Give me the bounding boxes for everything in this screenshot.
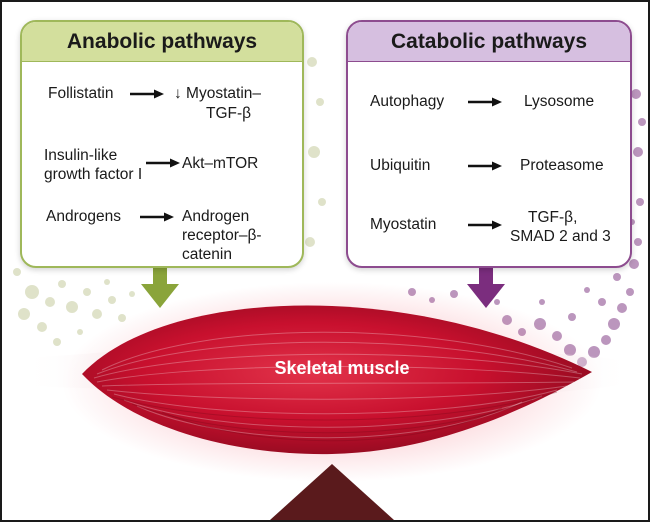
catabolic-rows: Autophagy Lysosome Ubiquitin Proteasome …: [348, 22, 630, 266]
arrow-icon: [468, 220, 502, 230]
catabolic-down-arrow: [467, 268, 505, 308]
arrow-icon: [468, 161, 502, 171]
myostatin-tgf-target-line2: TGF-β: [206, 105, 252, 122]
skeletal-muscle-label: Skeletal muscle: [274, 358, 410, 378]
myostatin-label: Myostatin: [370, 216, 437, 233]
androgen-receptor-target-line2: receptor–β-catenin: [182, 227, 262, 263]
smad-target-line2: SMAD 2 and 3: [510, 228, 611, 245]
fulcrum-triangle: [270, 464, 394, 520]
proteasome-target: Proteasome: [520, 157, 604, 174]
arrow-icon: [130, 89, 164, 99]
anabolic-rows: Follistatin ↓ Myostatin– TGF-β Insulin-l…: [22, 22, 302, 222]
arrow-icon: [146, 158, 180, 168]
arrow-icon: [140, 212, 174, 222]
autophagy-label: Autophagy: [370, 93, 445, 110]
androgen-receptor-target-line1: Androgen: [182, 208, 250, 225]
androgens-label: Androgens: [46, 208, 121, 225]
lysosome-target: Lysosome: [524, 93, 595, 110]
tgf-beta-target-line1: TGF-β,: [528, 209, 578, 226]
akt-mtor-target: Akt–mTOR: [182, 155, 259, 172]
ubiquitin-label: Ubiquitin: [370, 157, 431, 174]
follistatin-label: Follistatin: [48, 85, 114, 102]
anabolic-panel: Anabolic pathways Follistatin ↓ Myostati…: [20, 20, 304, 268]
anabolic-row-3: Androgens Androgen receptor–β-catenin: [22, 22, 302, 266]
anabolic-down-arrow: [141, 268, 179, 308]
anabolic-bubbles: [13, 57, 326, 346]
muscle-fibers: [93, 331, 583, 439]
anabolic-panel-title: Anabolic pathways: [22, 22, 302, 62]
catabolic-panel: Catabolic pathways Autophagy Lysosome Ub…: [346, 20, 632, 268]
skeletal-muscle-shape: [82, 305, 592, 455]
insulin-like-label-line1: Insulin-like: [44, 147, 118, 164]
catabolic-panel-title: Catabolic pathways: [348, 22, 630, 62]
arrow-icon: [468, 97, 502, 107]
myostatin-tgf-target-line1: ↓ Myostatin–: [174, 85, 262, 102]
insulin-like-label-line2: growth factor I: [44, 166, 143, 183]
